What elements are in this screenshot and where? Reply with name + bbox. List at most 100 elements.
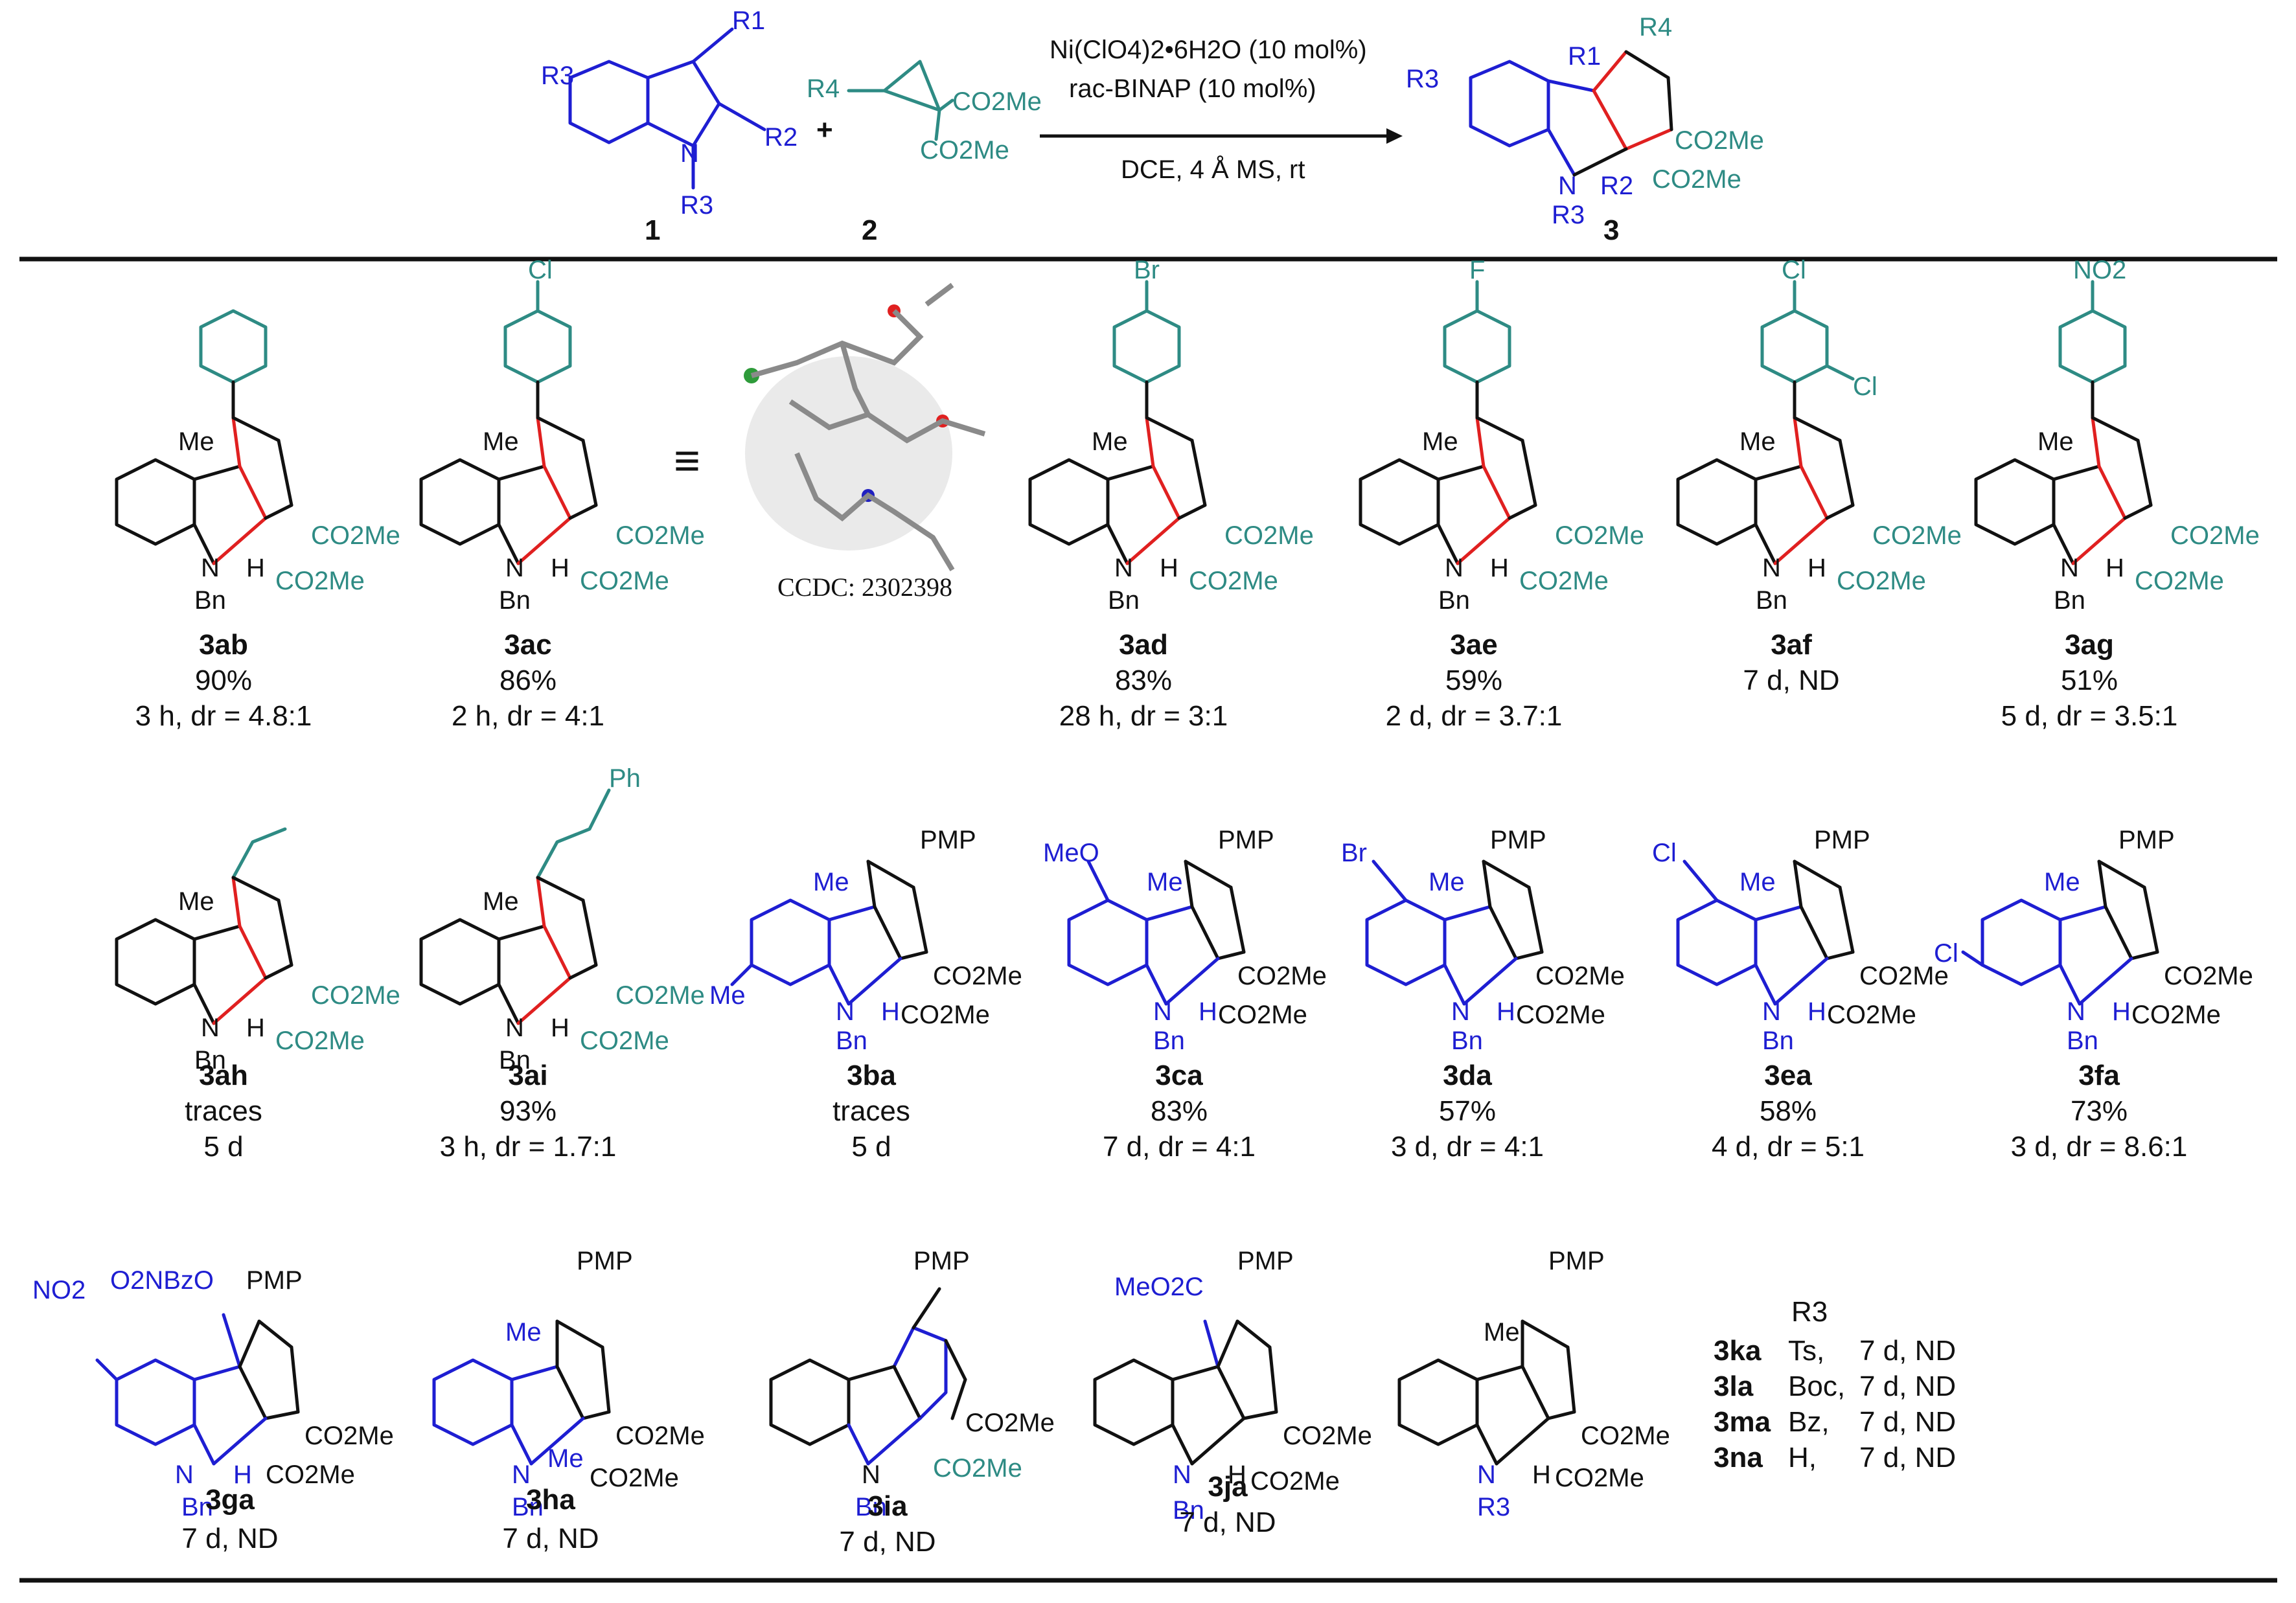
co2me-label: CO2Me bbox=[580, 1027, 669, 1055]
structure-3ba: Me PMP Me N H Bn CO2Me CO2Me bbox=[709, 826, 1022, 1055]
structure-3ah: Me N H Bn CO2Me CO2Me bbox=[115, 827, 400, 1074]
h-label: H bbox=[1497, 997, 1515, 1026]
captions-row-1: 3ab 90% 3 h, dr = 4.8:1 3ac 86% 2 h, dr … bbox=[135, 629, 2178, 732]
pmp-label: PMP bbox=[2118, 826, 2175, 854]
product-general: R3 R1 R4 R2 N R3 CO2Me CO2Me bbox=[1406, 13, 1764, 229]
compound-id: 3ae bbox=[1450, 629, 1497, 661]
pmp-label: PMP bbox=[1814, 826, 1870, 854]
co2me-label: CO2Me bbox=[2131, 1001, 2221, 1029]
row-id: 3na bbox=[1714, 1442, 1763, 1473]
pmp-label: PMP bbox=[577, 1247, 633, 1275]
compound-id: 3ja bbox=[1208, 1471, 1248, 1503]
h-label: H bbox=[1199, 997, 1217, 1026]
co2me-label: CO2Me bbox=[1189, 567, 1278, 595]
me-label: Me bbox=[813, 868, 849, 896]
co2me-label: CO2Me bbox=[2164, 962, 2253, 990]
compound-conditions: 7 d, ND bbox=[1179, 1506, 1276, 1538]
compound-yield: 57% bbox=[1439, 1095, 1496, 1127]
bn-label: Bn bbox=[1451, 1027, 1483, 1055]
pmp-label: PMP bbox=[913, 1247, 970, 1275]
me-label: Me bbox=[547, 1444, 584, 1473]
meo2c-label: MeO2C bbox=[1114, 1273, 1204, 1301]
co2me-label: CO2Me bbox=[590, 1464, 679, 1492]
r1-label: R1 bbox=[1568, 42, 1601, 71]
co2me-label: CO2Me bbox=[933, 962, 1022, 990]
meo-label: MeO bbox=[1043, 839, 1099, 867]
plus-sign: + bbox=[816, 114, 833, 146]
ph-label: Ph bbox=[609, 764, 641, 793]
product-label: 3 bbox=[1603, 214, 1619, 246]
captions-row-2: 3ah traces 5 d 3ai 93% 3 h, dr = 1.7:1 3… bbox=[185, 1060, 2187, 1163]
co2me-label: CO2Me bbox=[615, 981, 705, 1010]
compound-conditions: 7 d, ND bbox=[502, 1523, 599, 1554]
n-label: N bbox=[505, 554, 524, 582]
me-label: Me bbox=[1484, 1318, 1520, 1347]
structure-3ag: NO2 Me N H Bn CO2Me CO2Me bbox=[1974, 256, 2260, 615]
co2me-label: CO2Me bbox=[952, 87, 1042, 116]
me-label: Me bbox=[709, 981, 746, 1010]
compound-conditions: 7 d, ND bbox=[839, 1526, 936, 1558]
row-id: 3la bbox=[1714, 1370, 1754, 1402]
compound-id: 3ad bbox=[1119, 629, 1168, 661]
no2-label: NO2 bbox=[2073, 256, 2126, 284]
n-label: N bbox=[201, 1014, 220, 1042]
n-label: N bbox=[1558, 172, 1577, 200]
compound-yield: traces bbox=[832, 1095, 910, 1127]
no2-label: NO2 bbox=[32, 1276, 86, 1304]
n-label: N bbox=[512, 1461, 531, 1489]
co2me-label: CO2Me bbox=[1516, 1001, 1605, 1029]
co2me-label: CO2Me bbox=[1555, 521, 1644, 550]
compound-conditions: 2 d, dr = 3.7:1 bbox=[1386, 700, 1563, 732]
compound-conditions: 5 d bbox=[851, 1131, 891, 1163]
me-label: Me bbox=[1147, 868, 1183, 896]
row-conditions: 7 d, ND bbox=[1859, 1370, 1956, 1402]
r3-label: R3 bbox=[541, 62, 574, 90]
n-label: N bbox=[862, 1461, 880, 1489]
r3-header: R3 bbox=[1791, 1296, 1828, 1328]
structure-3ai: Ph Me N H Bn CO2Me CO2Me bbox=[419, 764, 705, 1074]
reactant-cyclopropane: R4 CO2Me CO2Me bbox=[807, 60, 1042, 165]
compound-id: 3ea bbox=[1764, 1060, 1812, 1091]
me-label: Me bbox=[2044, 868, 2080, 896]
co2me-label: CO2Me bbox=[1652, 165, 1741, 194]
structure-3ca: MeO PMP Me N H Bn CO2Me CO2Me bbox=[1043, 826, 1327, 1055]
bn-label: Bn bbox=[1153, 1027, 1185, 1055]
bn-label: Bn bbox=[512, 1493, 544, 1521]
co2me-label: CO2Me bbox=[2135, 567, 2224, 595]
conditions-catalyst: Ni(ClO4)2•6H2O (10 mol%) bbox=[1050, 36, 1367, 64]
compound-id: 3ai bbox=[508, 1060, 547, 1091]
n-label: N bbox=[201, 554, 220, 582]
compound-id: 3ag bbox=[2065, 629, 2114, 661]
structure-3ia: PMP N Bn CO2Me CO2Me bbox=[769, 1247, 1055, 1521]
compound-conditions: 4 d, dr = 5:1 bbox=[1712, 1131, 1865, 1163]
compound-conditions: 7 d, dr = 4:1 bbox=[1103, 1131, 1256, 1163]
bn-label: Bn bbox=[194, 586, 226, 615]
xray-crystal-structure bbox=[744, 282, 986, 572]
n-label: N bbox=[1445, 554, 1464, 582]
structure-3ea: Cl PMP Me N H Bn CO2Me CO2Me bbox=[1652, 826, 1949, 1055]
n-label: N bbox=[2060, 554, 2079, 582]
h-label: H bbox=[246, 554, 265, 582]
pmp-label: PMP bbox=[246, 1266, 303, 1295]
compound-conditions: 3 h, dr = 1.7:1 bbox=[440, 1131, 617, 1163]
structure-3ac: Cl Me N H Bn CO2Me CO2Me bbox=[419, 256, 705, 615]
compound-conditions: 7 d, ND bbox=[1743, 665, 1839, 696]
row-conditions: 7 d, ND bbox=[1859, 1406, 1956, 1438]
reactant-indole: R3 R1 R2 N R3 bbox=[541, 6, 798, 220]
r3-label: R3 bbox=[1406, 65, 1439, 93]
row-r3: Ts, bbox=[1788, 1335, 1824, 1367]
cl-label: Cl bbox=[1934, 939, 1958, 968]
n-label: N bbox=[2067, 997, 2085, 1026]
n-label: N bbox=[1451, 997, 1470, 1026]
structure-3ka-na: PMP Me N H R3 CO2Me CO2Me bbox=[1397, 1247, 1670, 1521]
compound-conditions: 5 d, dr = 3.5:1 bbox=[2001, 700, 2178, 732]
compound-conditions: 3 d, dr = 8.6:1 bbox=[2011, 1131, 2188, 1163]
n-label: N bbox=[175, 1461, 194, 1489]
co2me-label: CO2Me bbox=[1519, 567, 1609, 595]
structure-3ad: Br Me N H Bn CO2Me CO2Me bbox=[1028, 256, 1314, 615]
co2me-label: CO2Me bbox=[275, 1027, 365, 1055]
compound-yield: 59% bbox=[1445, 665, 1502, 696]
bn-label: Bn bbox=[1173, 1496, 1204, 1525]
conditions-solvent: DCE, 4 Å MS, rt bbox=[1121, 155, 1305, 184]
cl-label: Cl bbox=[1853, 372, 1877, 401]
